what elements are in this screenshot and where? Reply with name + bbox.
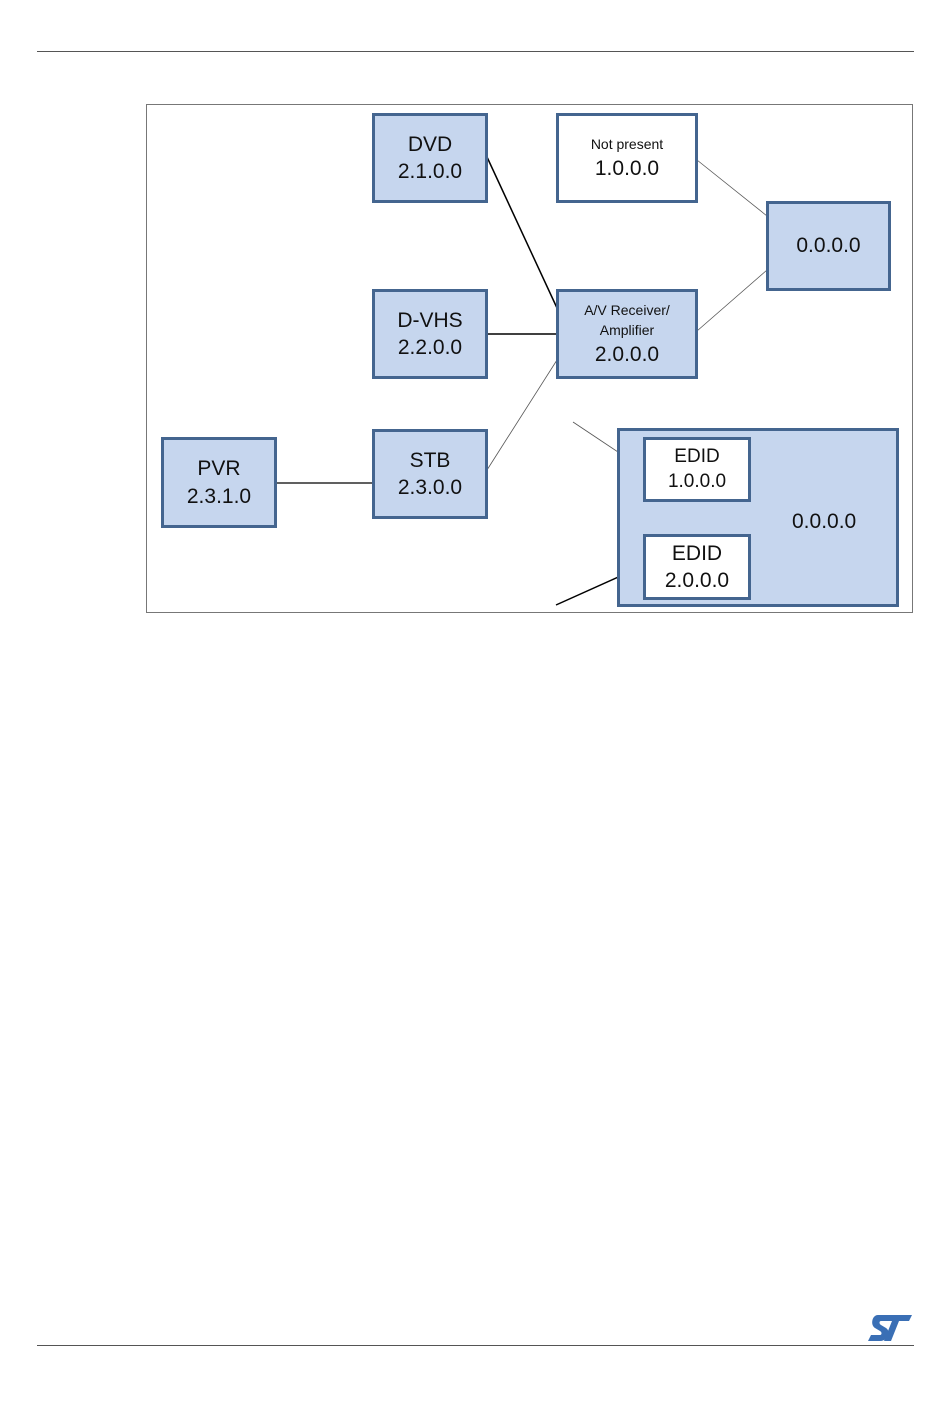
pvr-node: PVR 2.3.1.0 [161,437,277,528]
pvr-name: PVR [197,455,240,482]
dvd-name: DVD [408,131,452,158]
line-stb-receiver [487,360,557,470]
dvhs-address: 2.2.0.0 [398,334,462,361]
receiver-node: A/V Receiver/ Amplifier 2.0.0.0 [556,289,698,379]
not-present-name: Not present [591,134,663,154]
edid2-node: EDID 2.0.0.0 [643,534,751,600]
receiver-address: 2.0.0.0 [595,341,659,368]
edid1-node: EDID 1.0.0.0 [643,437,751,502]
tv-address: 0.0.0.0 [792,508,856,535]
edid1-address: 1.0.0.0 [668,470,726,495]
stb-name: STB [410,447,451,474]
receiver-name-line2: Amplifier [600,320,654,340]
receiver-name-line1: A/V Receiver/ [584,300,670,320]
root-node: 0.0.0.0 [766,201,891,291]
line-dvd-receiver [487,157,557,308]
pvr-address: 2.3.1.0 [187,483,251,510]
footer-rule [37,1345,914,1346]
dvd-node: DVD 2.1.0.0 [372,113,488,203]
dvhs-node: D-VHS 2.2.0.0 [372,289,488,379]
dvhs-name: D-VHS [397,307,462,334]
edid1-name: EDID [674,445,719,470]
not-present-address: 1.0.0.0 [595,155,659,182]
edid2-name: EDID [672,540,722,567]
root-address: 0.0.0.0 [796,232,860,259]
not-present-node: Not present 1.0.0.0 [556,113,698,203]
edid2-address: 2.0.0.0 [665,567,729,594]
stb-address: 2.3.0.0 [398,474,462,501]
line-notpresent-root [697,160,767,216]
line-receiver-root [697,270,767,331]
dvd-address: 2.1.0.0 [398,158,462,185]
st-logo [866,1313,914,1343]
stb-node: STB 2.3.0.0 [372,429,488,519]
